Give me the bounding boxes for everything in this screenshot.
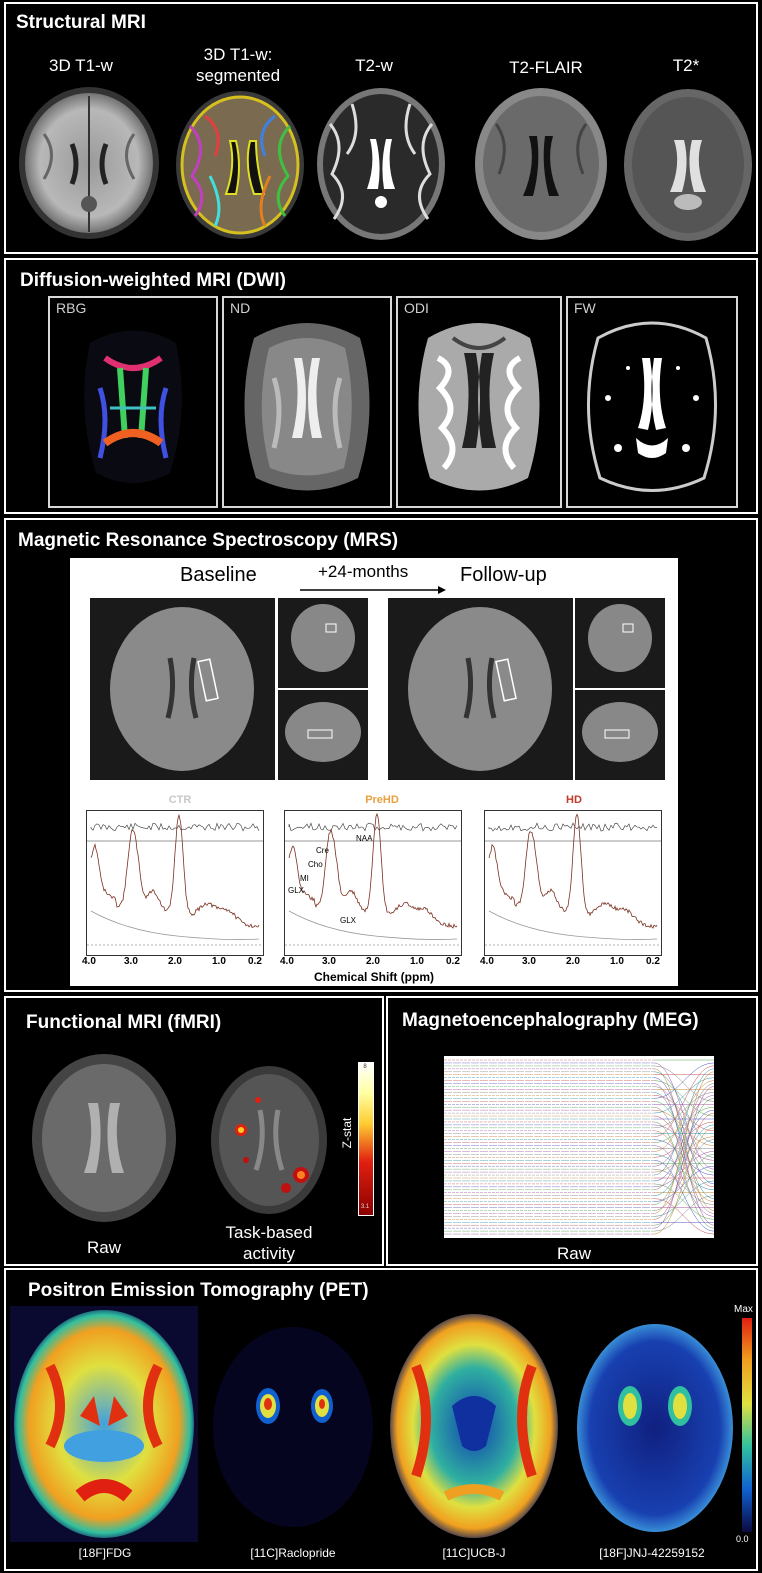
meg-raw-traces [444, 1056, 714, 1238]
xtick-2-10: 1.0 [610, 956, 624, 967]
fmri-colorbar-label: Z-stat [340, 1117, 354, 1149]
peak-cho: Cho [308, 860, 323, 869]
mrs-baseline-axial [90, 598, 275, 780]
dwi-odi-frame: ODI [396, 296, 562, 508]
peak-glx-2: GLX [340, 916, 357, 925]
mrs-xlabel: Chemical Shift (ppm) [313, 970, 434, 984]
dwi-rbg-frame: RBG [48, 296, 218, 508]
label-t2-flair: T2-FLAIR [509, 58, 583, 77]
meg-raw-label: Raw [556, 1244, 591, 1263]
fmri-raw-label: Raw [86, 1238, 121, 1257]
pet-colorbar [742, 1318, 752, 1532]
mrs-baseline-coronal [278, 598, 368, 688]
dwi-nd-frame: ND [222, 296, 392, 508]
mrs-followup-label: Follow-up [460, 564, 547, 586]
pet-label-ucbj: [11C]UCB-J [442, 1546, 506, 1560]
fmri-colorbar-max: 8 [363, 1064, 367, 1070]
peak-mi: MI [300, 874, 309, 883]
mrs-followup-axial [388, 598, 573, 780]
xtick-2-20: 2.0 [566, 956, 580, 967]
fmri-task-image [211, 1066, 327, 1214]
peak-glx-1: GLX [288, 886, 305, 895]
dwi-fw-frame: FW [566, 296, 738, 508]
pet-panel: Positron Emission Tomography (PET) [4, 1268, 758, 1571]
t1-segmented-brain-image [176, 91, 304, 239]
meg-panel: Magnetoencephalography (MEG) Raw [386, 996, 758, 1266]
xtick-0-30: 3.0 [124, 956, 138, 967]
mrs-group-hd: HD [566, 794, 582, 806]
pet-fdg-image [10, 1306, 198, 1542]
fmri-panel: Functional MRI (fMRI) 8 3.1 Z-stat Raw T… [4, 996, 384, 1266]
mrs-baseline-sagittal [278, 690, 368, 780]
xtick-0-10: 1.0 [212, 956, 226, 967]
fmri-colorbar-min: 3.1 [360, 1204, 370, 1210]
dwi-fw-image [586, 321, 718, 492]
xtick-2-30: 3.0 [522, 956, 536, 967]
t2-flair-brain-image [475, 88, 607, 240]
fmri-task-line1: Task-based [225, 1223, 313, 1242]
xtick-0-20: 2.0 [168, 956, 182, 967]
label-3d-t1w: 3D T1-w [49, 56, 113, 75]
mrs-spectrum-prehd [284, 810, 462, 956]
fmri-task-label: Task-based activity [206, 1222, 332, 1264]
meg-title: Magnetoencephalography (MEG) [402, 1010, 699, 1031]
mrs-panel: Magnetic Resonance Spectroscopy (MRS) Ba… [4, 518, 758, 992]
mrs-figure: Baseline +24-months Follow-up [70, 558, 678, 986]
pet-label-fdg: [18F]FDG [78, 1546, 132, 1560]
mrs-group-ctr: CTR [168, 794, 192, 806]
xtick-1-40: 4.0 [280, 956, 294, 967]
dwi-rbg-image [84, 330, 182, 483]
pet-label-raclopride: [11C]Raclopride [250, 1546, 336, 1560]
fmri-raw-image [32, 1054, 176, 1222]
structural-mri-panel: Structural MRI 3D T1-w 3D T1-w: segmente… [4, 2, 758, 254]
mrs-followup-sagittal [575, 690, 665, 780]
label-seg-line1: 3D T1-w: [203, 45, 273, 64]
pet-scale-min: 0.0 [736, 1534, 749, 1544]
pet-scale-max: Max [734, 1304, 753, 1315]
fmri-title: Functional MRI (fMRI) [26, 1012, 222, 1033]
dwi-rbg-label: RBG [56, 300, 87, 316]
t2w-brain-image [317, 88, 445, 240]
pet-label-jnj: [18F]JNJ-42259152 [599, 1546, 705, 1560]
xtick-1-30: 3.0 [322, 956, 336, 967]
xtick-1-10: 1.0 [410, 956, 424, 967]
t1-brain-image [19, 87, 159, 239]
dwi-title: Diffusion-weighted MRI (DWI) [20, 270, 286, 291]
dwi-panel: Diffusion-weighted MRI (DWI) RBG ND ODI [4, 258, 758, 514]
dwi-odi-label: ODI [404, 300, 429, 316]
t2-star-brain-image [624, 89, 752, 241]
label-t2w: T2-w [355, 56, 393, 75]
mrs-title: Magnetic Resonance Spectroscopy (MRS) [18, 530, 399, 551]
pet-raclopride-image [202, 1316, 384, 1538]
peak-naa: NAA [356, 834, 373, 843]
mrs-spectrum-ctr [86, 810, 264, 956]
structural-mri-title: Structural MRI [16, 12, 146, 33]
peak-cre: Cre [316, 846, 329, 855]
dwi-odi-image [418, 323, 540, 491]
xtick-1-02: 0.2 [446, 956, 460, 967]
mrs-group-prehd: PreHD [365, 794, 399, 806]
pet-ucbj-image [386, 1306, 562, 1542]
xtick-1-20: 2.0 [366, 956, 380, 967]
xtick-2-02: 0.2 [646, 956, 660, 967]
label-seg-line2: segmented [195, 66, 281, 85]
mrs-arrow [300, 586, 446, 594]
dwi-fw-label: FW [574, 300, 596, 316]
label-t2-star: T2* [672, 56, 700, 75]
xtick-0-02: 0.2 [248, 956, 262, 967]
dwi-nd-label: ND [230, 300, 251, 316]
fmri-colorbar [358, 1062, 374, 1216]
xtick-0-40: 4.0 [82, 956, 96, 967]
fmri-task-line2: activity [243, 1244, 295, 1263]
mrs-baseline-label: Baseline [180, 564, 257, 586]
pet-title: Positron Emission Tomography (PET) [28, 1280, 369, 1301]
mrs-interval-label: +24-months [318, 562, 409, 581]
label-3d-t1w-segmented: 3D T1-w: segmented [178, 44, 298, 86]
xtick-2-40: 4.0 [480, 956, 494, 967]
mrs-spectrum-hd [484, 810, 662, 956]
mrs-followup-coronal [575, 598, 665, 688]
dwi-nd-image [244, 323, 370, 491]
pet-jnj-image [574, 1314, 736, 1542]
